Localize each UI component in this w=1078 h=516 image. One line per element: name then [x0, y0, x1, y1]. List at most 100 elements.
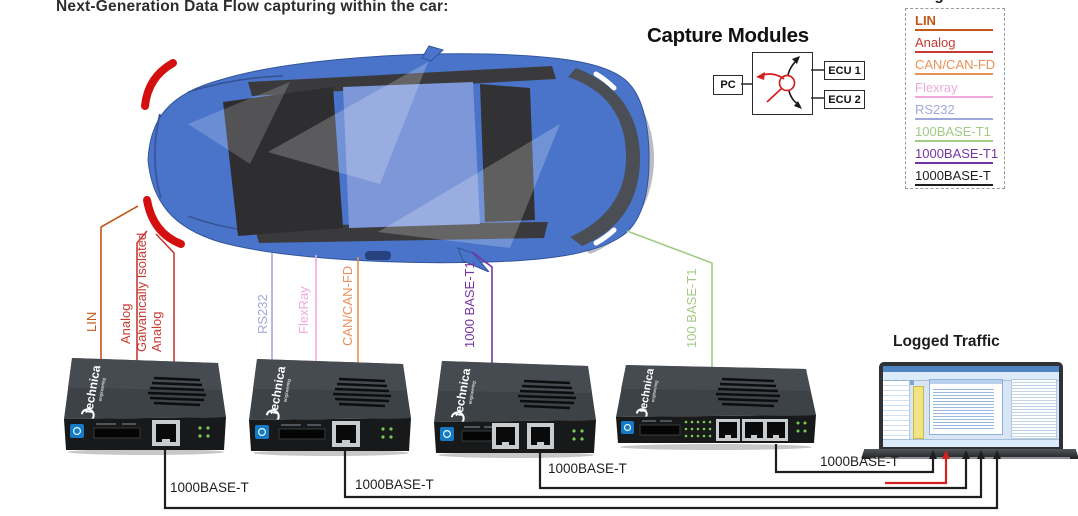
car-rear-highlight-top [593, 71, 617, 91]
brand-subtext: engineering [650, 379, 659, 402]
car-top-view [141, 45, 655, 272]
car-hood-line-bottom [187, 215, 289, 235]
device-shadow [620, 444, 812, 450]
device-io-slot [278, 428, 326, 440]
cable-label-flexray: FlexRay [296, 286, 311, 334]
car-rear-chrome [574, 62, 655, 254]
device-power-button [70, 424, 84, 438]
rj45-port [531, 427, 550, 445]
link-label-3: 1000BASE-T [548, 461, 627, 476]
legend-item: RS232 [915, 101, 1004, 125]
car-reflection-3 [188, 82, 290, 164]
page-title: Next-Generation Data Flow capturing with… [56, 0, 449, 15]
legend-item: CAN/CAN-FD [915, 58, 1004, 80]
ecu1-label: ECU 1 [828, 64, 861, 77]
legend-item: 1000BASE-T1 [915, 147, 1004, 169]
ecu2-label: ECU 2 [828, 93, 861, 106]
device-vents [147, 376, 207, 407]
status-leds [381, 427, 393, 439]
link-label-2: 1000BASE-T [355, 477, 434, 492]
legend-box: LIN Analog CAN/CAN-FD Flexray RS232 100B… [905, 8, 1005, 189]
legend-label-rs232: RS232 [915, 101, 955, 117]
car-vent-detail [365, 251, 391, 260]
legend-item: 100BASE-T1 [915, 123, 1004, 147]
pc-box: PC [713, 75, 743, 95]
legend-label-can: CAN/CAN-FD [915, 57, 996, 73]
app-signal-list [1011, 379, 1057, 439]
legend-swatch-can [915, 73, 993, 76]
capture-module-device-2: technica engineering [243, 357, 417, 457]
legend-swatch-flexray [915, 95, 993, 98]
car-windshield [223, 87, 343, 236]
capture-modules-heading: Capture Modules [647, 24, 809, 47]
car-body [147, 53, 650, 264]
rj45-port [719, 422, 737, 438]
legend-label-1000base-t1: 1000BASE-T1 [915, 146, 999, 162]
status-leds [572, 429, 584, 441]
device-top-sheen [438, 361, 592, 393]
power-glyph [73, 426, 82, 435]
legend-item: Analog [915, 36, 1004, 58]
capture-module-device-1: technica engineering [58, 356, 232, 456]
legend-swatch-1000base-t1 [915, 162, 993, 165]
car-mirror-top [421, 45, 444, 62]
app-titlebar [883, 366, 1059, 372]
car-reflection-1 [268, 62, 428, 184]
legend-swatch-analog [915, 51, 993, 54]
device-top-sheen [68, 358, 222, 390]
legend-label-lin: LIN [915, 13, 936, 28]
link-label-1: 1000BASE-T [170, 480, 249, 495]
legend-label-100base-t1: 100BASE-T1 [915, 123, 991, 139]
device-io-slot [461, 430, 493, 442]
car-roof [343, 82, 480, 228]
cable-label-can: CAN/CAN-FD [340, 265, 355, 346]
cable-label-1000base-t1: 1000 BASE-T1 [462, 261, 477, 348]
device-io-slot [639, 424, 681, 436]
capture-module-device-3: technica engineering [428, 359, 602, 459]
legend-label-analog: Analog [915, 35, 956, 51]
device-front-panel [64, 417, 226, 450]
car-window-band-top [248, 66, 556, 96]
legend-swatch-lin [915, 29, 993, 31]
capture-module-device-4: technica engineering [610, 363, 822, 451]
brand-subtext: engineering [467, 380, 476, 405]
legend-item: 1000BASE-T [915, 169, 1004, 191]
car-red-accent-top [141, 59, 177, 110]
pc-label: PC [720, 79, 736, 91]
device-vents [715, 377, 781, 408]
device-power-button [255, 425, 269, 439]
legend-label-1000base-t: 1000BASE-T [915, 168, 991, 184]
app-trace-panel [929, 379, 1003, 435]
car-reflection-2 [378, 124, 560, 248]
device-vents [332, 377, 392, 408]
rj45-port [336, 425, 356, 443]
ecu1-box: ECU 1 [824, 61, 865, 80]
link-label-4: 1000BASE-T [820, 454, 899, 469]
power-glyph [623, 423, 632, 432]
power-glyph [443, 429, 452, 438]
cable-label-lin: LIN [84, 311, 99, 332]
car-rear-band [568, 68, 641, 246]
rj45-port [156, 424, 176, 442]
power-glyph [258, 427, 267, 436]
legend-swatch-1000base-t [915, 184, 993, 187]
ecu2-box: ECU 2 [824, 90, 865, 109]
device-power-button [621, 421, 634, 434]
cable-label-galv-analog: Galvanically Isolated Analog [134, 232, 164, 352]
car-rear-window [480, 84, 535, 222]
device-io-slot [93, 427, 141, 439]
rj45-port [767, 422, 785, 438]
cable-100base-t1 [626, 230, 713, 370]
device-top-sheen [253, 359, 407, 391]
car-window-band-bottom [254, 222, 548, 243]
status-leds [796, 421, 807, 433]
pin-header-leds [684, 420, 712, 438]
cable-label-analog: Analog [118, 303, 133, 344]
rj45-port [496, 427, 515, 445]
legend-item: LIN [915, 14, 1004, 36]
legend-item: Flexray [915, 80, 1004, 103]
app-tree-panel [883, 381, 910, 440]
cable-label-100base-t1: 100 BASE-T1 [684, 268, 699, 349]
app-highlight-column [913, 386, 924, 439]
